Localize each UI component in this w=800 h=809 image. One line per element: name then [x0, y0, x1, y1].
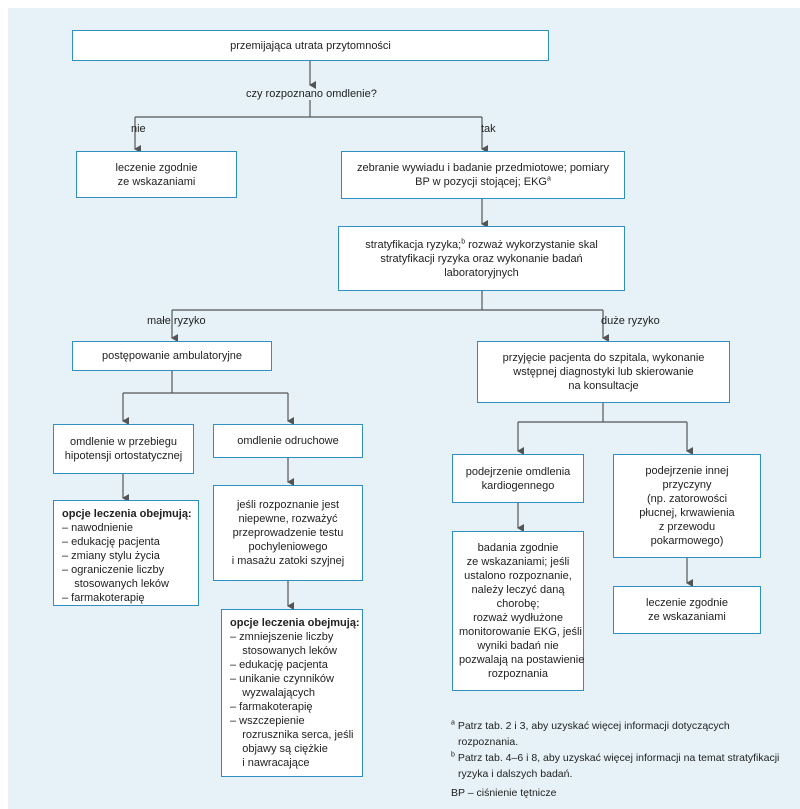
branch-yes-label: tak: [481, 123, 496, 135]
tilt-line-4: pochyleniowego: [248, 541, 328, 553]
other-line-4: płucnej, krwawienia: [639, 507, 735, 519]
low-risk-label: małe ryzyko: [147, 315, 206, 327]
list-item: rozrusznika serca, jeśli: [230, 729, 354, 741]
history-line-1: zebranie wywiadu i badanie przedmiotowe;…: [357, 162, 609, 174]
treat-indicated-box-top: leczenie zgodnie ze wskazaniami: [76, 151, 237, 198]
cardio-line-5: chorobę;: [496, 598, 540, 610]
outpatient-text: postępowanie ambulatoryjne: [101, 350, 243, 362]
tilt-test-box: jeśli rozpoznanie jest niepewne, rozważy…: [213, 485, 363, 581]
other-line-5: z przewodu: [658, 521, 716, 533]
risk-line-2: stratyfikacji ryzyka oraz wykonanie bada…: [380, 252, 583, 265]
treat-indicated-box-other: leczenie zgodnie ze wskazaniami: [613, 586, 761, 634]
list-item: stosowanych leków: [230, 645, 337, 657]
cardio-line-6: rozważ wydłużone: [473, 612, 563, 624]
admission-line-3: na konsultacje: [568, 380, 639, 392]
reflex-options-title: opcje leczenia obejmują:: [230, 617, 360, 629]
start-node-box: przemijająca utrata przytomności: [72, 30, 549, 61]
list-item: i nawracające: [230, 757, 310, 769]
cardiogenic-box: podejrzenie omdlenia kardiogennego: [452, 454, 584, 503]
reflex-syncope-box: omdlenie odruchowe: [213, 424, 363, 458]
cardiogenic-line-2: kardiogennego: [481, 479, 555, 492]
cardio-line-2: ze wskazaniami; jeśli: [466, 556, 570, 568]
cardio-line-1: badania zgodnie: [477, 542, 559, 554]
cardiogenic-line-1: podejrzenie omdlenia: [465, 465, 571, 478]
footnote-bp: BP – ciśnienie tętnicze: [451, 787, 557, 799]
cardio-line-4: należy leczyć daną: [471, 584, 565, 596]
cardiac-tests-box: badania zgodnie ze wskazaniami; jeśli us…: [452, 531, 584, 691]
history-sup: a: [546, 175, 551, 183]
orthostatic-line-1: omdlenie w przebiegu: [69, 436, 177, 448]
risk-stratification-box: stratyfikacja ryzyka;b rozważ wykorzysta…: [338, 226, 625, 291]
outpatient-box: postępowanie ambulatoryjne: [72, 341, 272, 371]
treat-indicated-top-line-2: ze wskazaniami: [117, 175, 196, 188]
other-line-1: podejrzenie innej: [645, 465, 729, 477]
list-item: – farmakoterapię: [230, 701, 313, 713]
risk-line-3: laboratoryjnych: [444, 266, 519, 279]
tilt-line-1: jeśli rozpoznanie jest: [236, 499, 340, 511]
footnote-b-line-1: b Patrz tab. 4–6 i 8, aby uzyskać więcej…: [451, 751, 779, 765]
footnote-b-mark: b: [451, 751, 455, 759]
list-item: – edukację pacjenta: [62, 536, 160, 548]
list-item: objawy są ciężkie: [230, 743, 328, 755]
high-risk-label: duże ryzyko: [601, 315, 660, 327]
cardio-line-3: ustalono rozpoznanie,: [464, 570, 572, 582]
list-item: – zmiany stylu życia: [62, 550, 160, 562]
footnote-a-line-1: a Patrz tab. 2 i 3, aby uzyskać więcej i…: [451, 719, 730, 733]
orthostatic-syncope-box: omdlenie w przebiegu hipotensji ortostat…: [53, 424, 194, 474]
footnote-a-text-1: Patrz tab. 2 i 3, aby uzyskać więcej inf…: [454, 720, 730, 732]
orthostatic-options-list: – nawodnienie – edukację pacjenta – zmia…: [62, 521, 190, 605]
tilt-line-3: przeprowadzenie testu: [232, 527, 344, 539]
risk-sup: b: [461, 237, 466, 245]
list-item: – zmniejszenie liczby: [230, 631, 334, 643]
list-item: – wszczepienie: [230, 715, 305, 727]
admission-line-2: wstępnej diagnostyki lub skierowanie: [513, 366, 694, 378]
list-item: wyzwalających: [230, 687, 315, 699]
tilt-line-2: niepewne, rozważyć: [238, 513, 338, 525]
admission-box: przyjęcie pacjenta do szpitala, wykonani…: [477, 341, 730, 403]
history-line-2-wrap: BP w pozycji stojącej; EKGa: [348, 175, 618, 189]
risk-line-1a: stratyfikacja ryzyka;: [365, 238, 462, 251]
history-line-2: BP w pozycji stojącej; EKG: [415, 176, 547, 188]
tilt-line-5: i masażu zatoki szyjnej: [231, 555, 345, 567]
reflex-text: omdlenie odruchowe: [237, 435, 339, 447]
other-line-6: pokarmowego): [650, 535, 724, 547]
reflex-options-box: opcje leczenia obejmują: – zmniejszenie …: [221, 609, 363, 777]
start-node-text: przemijająca utrata przytomności: [230, 39, 391, 52]
risk-line-1-wrap: stratyfikacja ryzyka;b rozważ wykorzysta…: [345, 238, 618, 252]
branch-no-label: nie: [131, 123, 146, 135]
list-item: – unikanie czynników: [230, 673, 334, 685]
cardio-line-7: monitorowanie EKG, jeśli: [459, 626, 582, 638]
admission-line-1: przyjęcie pacjenta do szpitala, wykonani…: [502, 352, 705, 364]
cardio-line-10: rozpoznania: [488, 668, 548, 680]
orthostatic-options-title: opcje leczenia obejmują:: [62, 508, 192, 520]
other-line-2: przyczyny: [662, 479, 712, 491]
list-item: – nawodnienie: [62, 522, 133, 534]
diagram-background: [8, 8, 800, 809]
orthostatic-line-2: hipotensji ortostatycznej: [64, 450, 183, 462]
treat-indicated-other-line-2: ze wskazaniami: [648, 611, 726, 623]
treat-indicated-other-line-1: leczenie zgodnie: [646, 597, 728, 609]
footnote-a-line-2: rozpoznania.: [458, 736, 519, 748]
other-cause-box: podejrzenie innej przyczyny (np. zatorow…: [613, 454, 761, 558]
other-line-3: (np. zatorowości: [646, 493, 728, 505]
reflex-options-list: – zmniejszenie liczby stosowanych leków …: [230, 630, 354, 770]
cardio-line-8: wyniki badań nie: [477, 640, 559, 652]
footnote-b-line-2: ryzyka i dalszych badań.: [458, 768, 573, 780]
footnote-a-mark: a: [451, 719, 455, 727]
orthostatic-options-box: opcje leczenia obejmują: – nawodnienie –…: [53, 500, 199, 606]
treat-indicated-top-line-1: leczenie zgodnie: [115, 161, 198, 174]
cardio-line-9: pozwalają na postawienie: [459, 654, 585, 666]
list-item: – edukację pacjenta: [230, 659, 328, 671]
risk-line-1b: rozważ wykorzystanie skal: [465, 238, 598, 251]
history-exam-box: zebranie wywiadu i badanie przedmiotowe;…: [341, 151, 625, 199]
footnote-b-text-1: Patrz tab. 4–6 i 8, aby uzyskać więcej i…: [454, 752, 780, 764]
list-item: stosowanych leków: [62, 578, 169, 590]
list-item: – farmakoterapię: [62, 592, 145, 604]
list-item: – ograniczenie liczby: [62, 564, 165, 576]
question-label: czy rozpoznano omdlenie?: [246, 88, 377, 100]
